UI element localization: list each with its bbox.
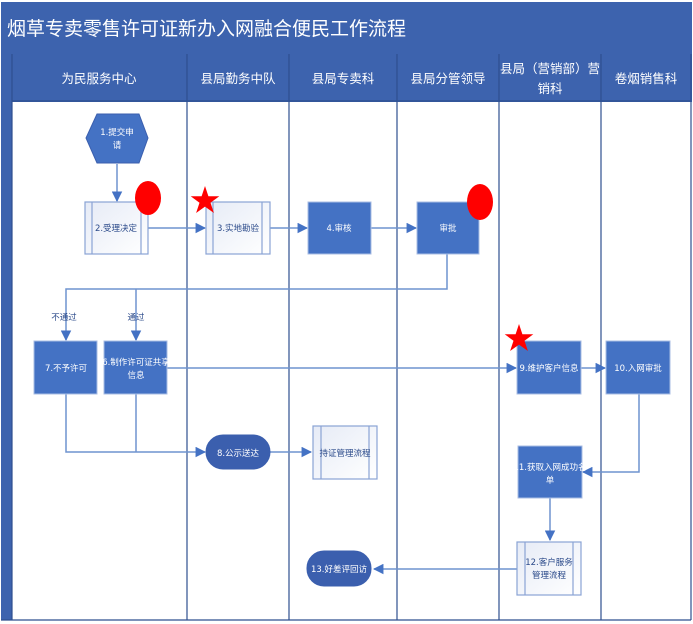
- red-star-marker-node9: [504, 324, 534, 351]
- svg-text:审批: 审批: [439, 223, 457, 234]
- node-8-public-delivery[interactable]: 8.公示送达: [205, 434, 271, 470]
- svg-text:4.审核: 4.审核: [326, 223, 352, 234]
- node-license-management-process[interactable]: 持证管理流程: [312, 425, 378, 480]
- node-1-submit-application[interactable]: 1.提交申 请: [85, 113, 149, 164]
- node-11-get-network-success-list[interactable]: 11.获取入网成功名 单: [513, 445, 587, 499]
- red-star-marker-node3: [190, 186, 220, 213]
- svg-text:8.公示送达: 8.公示送达: [217, 448, 260, 459]
- edge-label-reject: 不通过: [51, 312, 77, 323]
- red-circle-marker-node2: [135, 181, 161, 215]
- lane-header-service-center: 为民服务中心: [61, 71, 137, 86]
- title-bar: [1, 2, 692, 54]
- lane-header-marketing-line1: 县局（营销部）营: [500, 61, 600, 76]
- svg-text:13.好差评回访: 13.好差评回访: [311, 564, 368, 575]
- svg-text:管理流程: 管理流程: [532, 570, 567, 581]
- svg-text:12.客户服务: 12.客户服务: [525, 557, 573, 568]
- node-13-feedback-callback[interactable]: 13.好差评回访: [306, 550, 372, 587]
- node-3-site-inspection[interactable]: 3.实地勘验: [205, 201, 271, 255]
- node-2-acceptance-decision[interactable]: 2.受理决定: [84, 201, 149, 255]
- svg-text:7.不予许可: 7.不予许可: [45, 363, 88, 374]
- edge-label-pass: 通过: [127, 312, 145, 323]
- svg-text:单: 单: [546, 475, 555, 486]
- connectors: [60, 164, 640, 575]
- lane-header-monopoly-section: 县局专卖科: [312, 71, 375, 86]
- lane-header-band: [12, 54, 692, 102]
- edge-10-11: [581, 394, 640, 478]
- svg-text:3.实地勘验: 3.实地勘验: [217, 223, 260, 234]
- svg-text:1.提交申: 1.提交申: [100, 127, 134, 138]
- node-7-deny-license[interactable]: 7.不予许可: [33, 340, 98, 395]
- node-4-review[interactable]: 4.审核: [307, 201, 372, 255]
- lane-header-marketing-line2: 销科: [537, 81, 563, 96]
- svg-text:6.制作许可证共享: 6.制作许可证共享: [102, 357, 170, 368]
- node-10-network-approval[interactable]: 10.入网审批: [605, 340, 671, 395]
- svg-text:持证管理流程: 持证管理流程: [319, 448, 371, 459]
- svg-text:10.入网审批: 10.入网审批: [614, 363, 662, 374]
- svg-text:信息: 信息: [127, 370, 145, 381]
- edge-5-7: [60, 254, 448, 342]
- svg-text:11.获取入网成功名: 11.获取入网成功名: [513, 462, 586, 473]
- lane-header-duty-team: 县局勤务中队: [200, 71, 276, 86]
- pool-left-band: [1, 54, 12, 620]
- lane-header-leader: 县局分管领导: [410, 71, 485, 86]
- node-9-maintain-customer-info[interactable]: 9.维护客户信息: [516, 340, 582, 395]
- svg-text:2.受理决定: 2.受理决定: [95, 223, 138, 234]
- svg-text:请: 请: [113, 140, 122, 151]
- node-6-make-license-share-info[interactable]: 6.制作许可证共享 信息: [102, 340, 170, 395]
- lane-dividers: [1, 54, 692, 621]
- diagram-title: 烟草专卖零售许可证新办入网融合便民工作流程: [7, 18, 406, 40]
- svg-text:9.维护客户信息: 9.维护客户信息: [519, 363, 579, 374]
- lane-header-sales-section: 卷烟销售科: [615, 71, 678, 86]
- node-12-customer-service-management[interactable]: 12.客户服务 管理流程: [516, 541, 582, 596]
- edge-7-8: [65, 394, 207, 458]
- red-circle-marker-node5: [467, 184, 493, 220]
